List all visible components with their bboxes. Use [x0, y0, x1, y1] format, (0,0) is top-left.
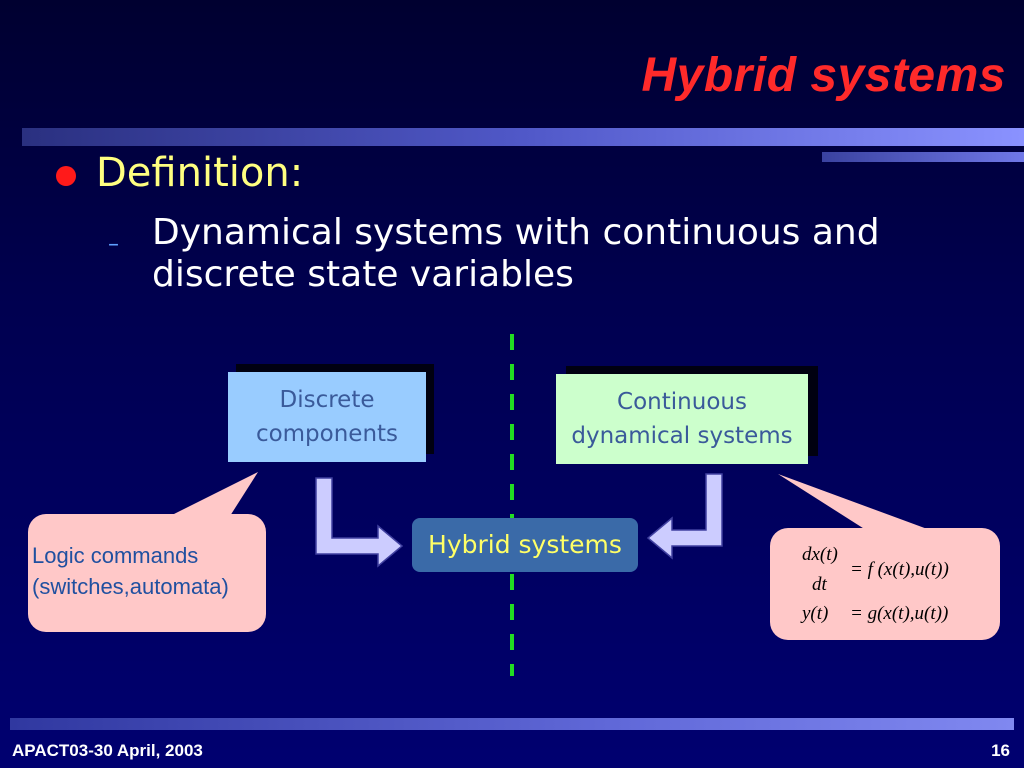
eq-dx-numerator: dx(t): [802, 544, 838, 565]
arrow-left-icon: [315, 477, 404, 568]
callout-right-pointer: [778, 474, 930, 530]
hybrid-systems-label: Hybrid systems: [428, 530, 622, 559]
continuous-systems-label: Continuous dynamical systems: [571, 389, 793, 449]
title-divider-accent: [822, 152, 1024, 162]
discrete-components-label: Discrete components: [255, 387, 399, 447]
eq-line2-rhs: = g(x(t),u(t)): [850, 603, 949, 624]
eq-line1-rhs: = f (x(t),u(t)): [850, 559, 949, 580]
slide-title: Hybrid systems: [641, 49, 1006, 102]
logic-commands-text: Logic commands (switches,automata): [32, 540, 229, 602]
page-number: 16: [991, 741, 1010, 760]
footer-divider-bar: [10, 718, 1014, 730]
hybrid-systems-box: Hybrid systems: [412, 518, 638, 572]
equations-callout: [770, 528, 1000, 640]
callout-line-1: Logic commands: [32, 543, 199, 568]
continuous-systems-box: Continuous dynamical systems: [556, 374, 808, 464]
bullet-dot-icon: [56, 166, 76, 186]
discrete-components-box: Discrete components: [228, 372, 426, 462]
footer-date: APACT03-30 April, 2003: [12, 741, 203, 760]
callout-left-pointer: [170, 472, 258, 516]
sub-bullet-dash-icon: –: [108, 232, 119, 257]
eq-dt-denominator: dt: [812, 574, 827, 595]
bullet-definition: Definition:: [96, 150, 304, 196]
arrow-right-icon: [646, 473, 723, 560]
logic-commands-callout: [28, 514, 266, 632]
callout-line-2: (switches,automata): [32, 574, 229, 599]
eq-line2-lhs: y(t): [802, 603, 829, 624]
title-divider-bar: [22, 128, 1024, 146]
sub-bullet-text: Dynamical systems with continuous and di…: [152, 212, 880, 295]
